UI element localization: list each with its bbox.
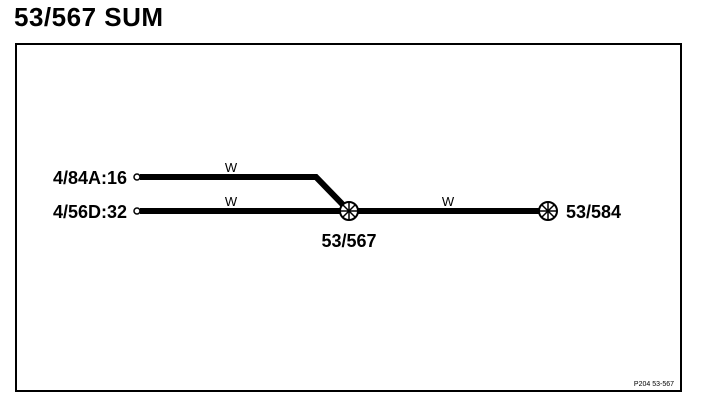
input-label-2: 4/56D:32 <box>53 202 127 222</box>
wire-input-1 <box>140 174 352 214</box>
diagram-frame <box>15 43 682 392</box>
splice-label: 53/567 <box>321 231 376 251</box>
input-terminal-1 <box>133 173 141 181</box>
input-terminal-2 <box>133 207 141 215</box>
input-label-1: 4/84A:16 <box>53 168 127 188</box>
splice-symbol <box>339 201 359 221</box>
wire-type-label-1: W <box>225 160 238 175</box>
wire-type-label-output: W <box>442 194 455 209</box>
output-connector-symbol <box>538 201 558 221</box>
output-label: 53/584 <box>566 202 621 222</box>
wire-type-label-2: W <box>225 194 238 209</box>
figure-reference: P204 53-567 <box>634 381 674 388</box>
diagram-title: 53/567 SUM <box>14 2 164 32</box>
